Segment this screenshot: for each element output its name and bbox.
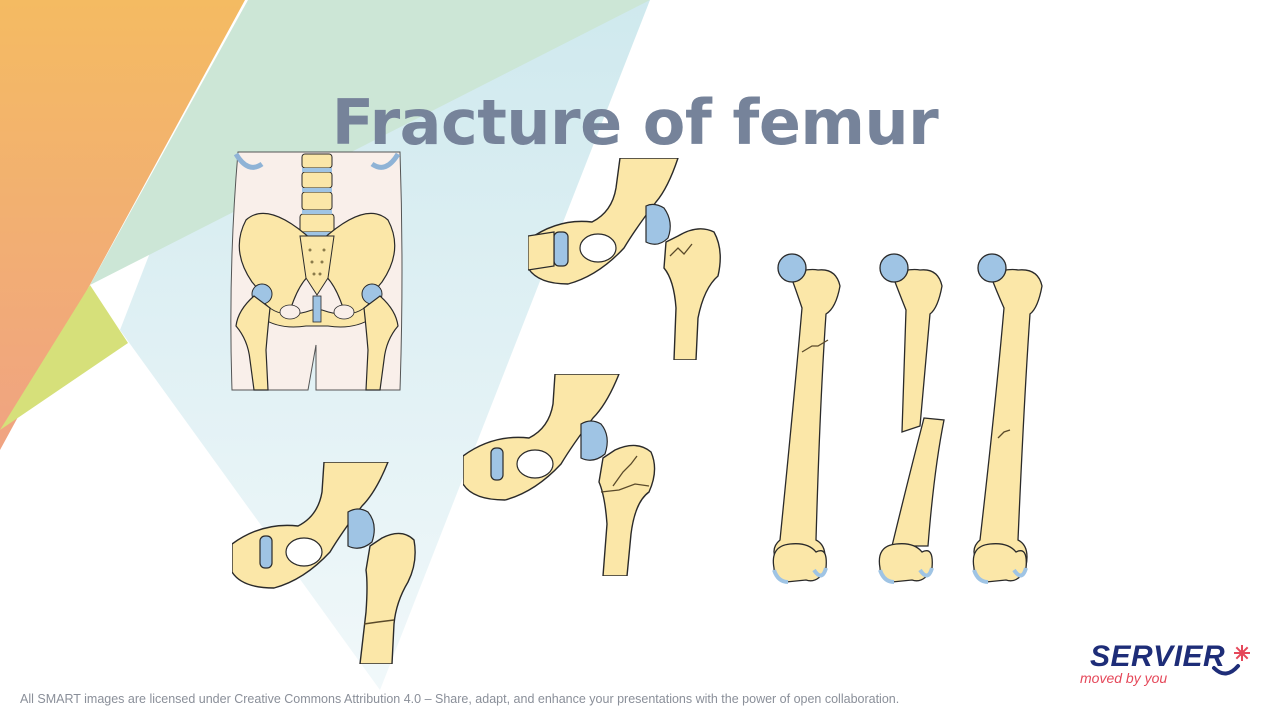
hip-fracture-subtrochanteric-illustration bbox=[232, 462, 416, 664]
pelvis-overview-illustration bbox=[230, 151, 403, 391]
logo-tagline: moved by you bbox=[1080, 670, 1168, 686]
hip-fracture-neck-illustration bbox=[528, 158, 721, 360]
femur-shaft-oblique-fracture-illustration bbox=[772, 253, 841, 584]
license-footer: All SMART images are licensed under Crea… bbox=[20, 692, 900, 706]
logo-wordmark: SERVIER bbox=[1090, 640, 1226, 673]
femur-shaft-stress-fracture-illustration bbox=[972, 253, 1043, 584]
logo-swoosh-icon bbox=[1212, 645, 1250, 676]
femur-shaft-displaced-fracture-illustration bbox=[878, 253, 945, 584]
page-title: Fracture of femur bbox=[331, 85, 939, 159]
hip-fracture-intertrochanteric-illustration bbox=[463, 374, 656, 576]
servier-logo: SERVIER moved by you bbox=[1080, 640, 1255, 690]
